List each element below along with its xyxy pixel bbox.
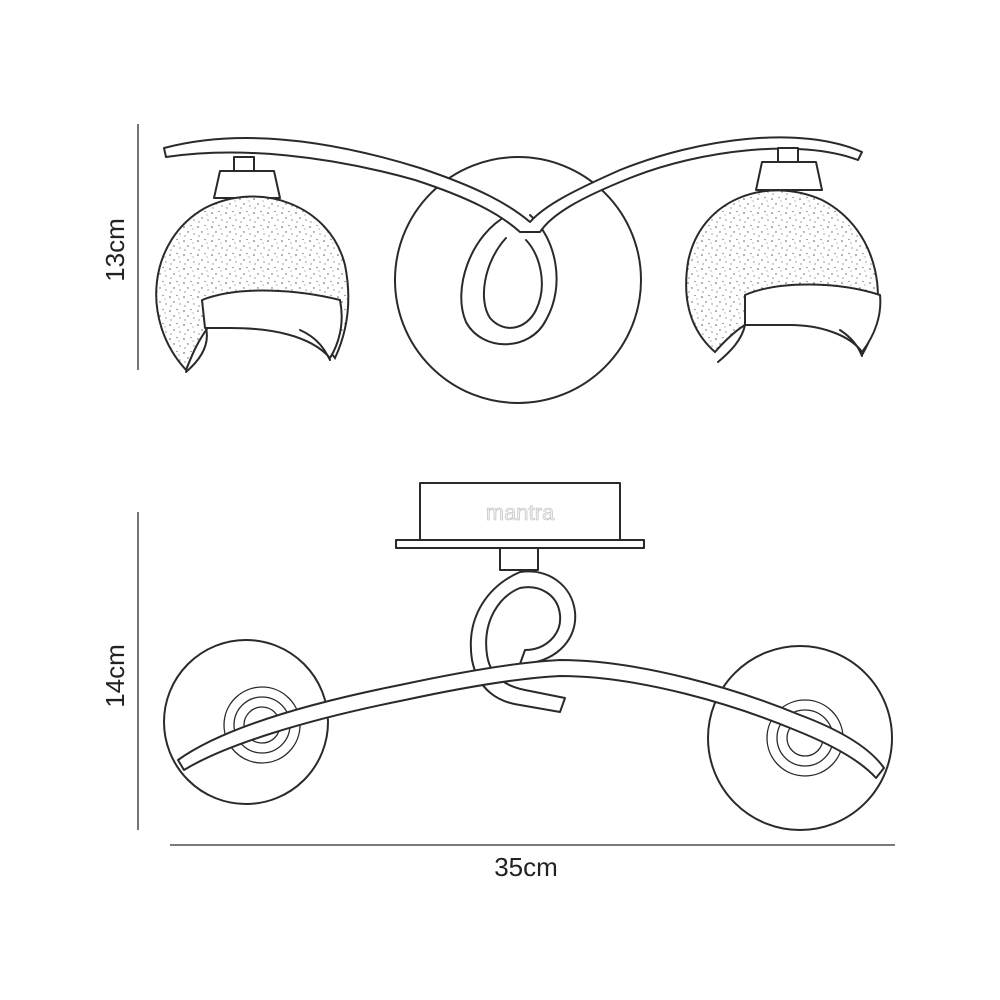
front-right-shade-opening (744, 283, 882, 353)
top-view: mantra (163, 482, 893, 831)
front-left-stem (233, 156, 255, 172)
front-central-loop-inner (483, 237, 543, 329)
top-loop (469, 570, 577, 713)
top-left-disc (163, 639, 329, 805)
front-left-shade-opening (201, 289, 343, 359)
ceiling-box (419, 482, 621, 541)
front-view (155, 136, 882, 404)
height-top-label: 13cm (100, 218, 130, 282)
top-arm (177, 659, 885, 779)
front-arm (163, 136, 863, 233)
ceiling-plate (395, 539, 645, 549)
front-left-shade-inner (185, 327, 331, 373)
ceiling-box-logo: mantra (486, 500, 555, 525)
dimension-lines (137, 124, 895, 846)
front-central-loop (460, 214, 558, 346)
width-label: 35cm (494, 852, 558, 882)
height-bottom-label: 14cm (100, 644, 130, 708)
top-right-disc (707, 645, 893, 831)
front-right-stem (777, 147, 799, 163)
front-right-shade-inner (717, 324, 863, 363)
ceiling-stem (499, 547, 539, 571)
front-right-cup (755, 161, 823, 191)
front-left-cup (213, 170, 281, 199)
front-back-disc (394, 156, 642, 404)
